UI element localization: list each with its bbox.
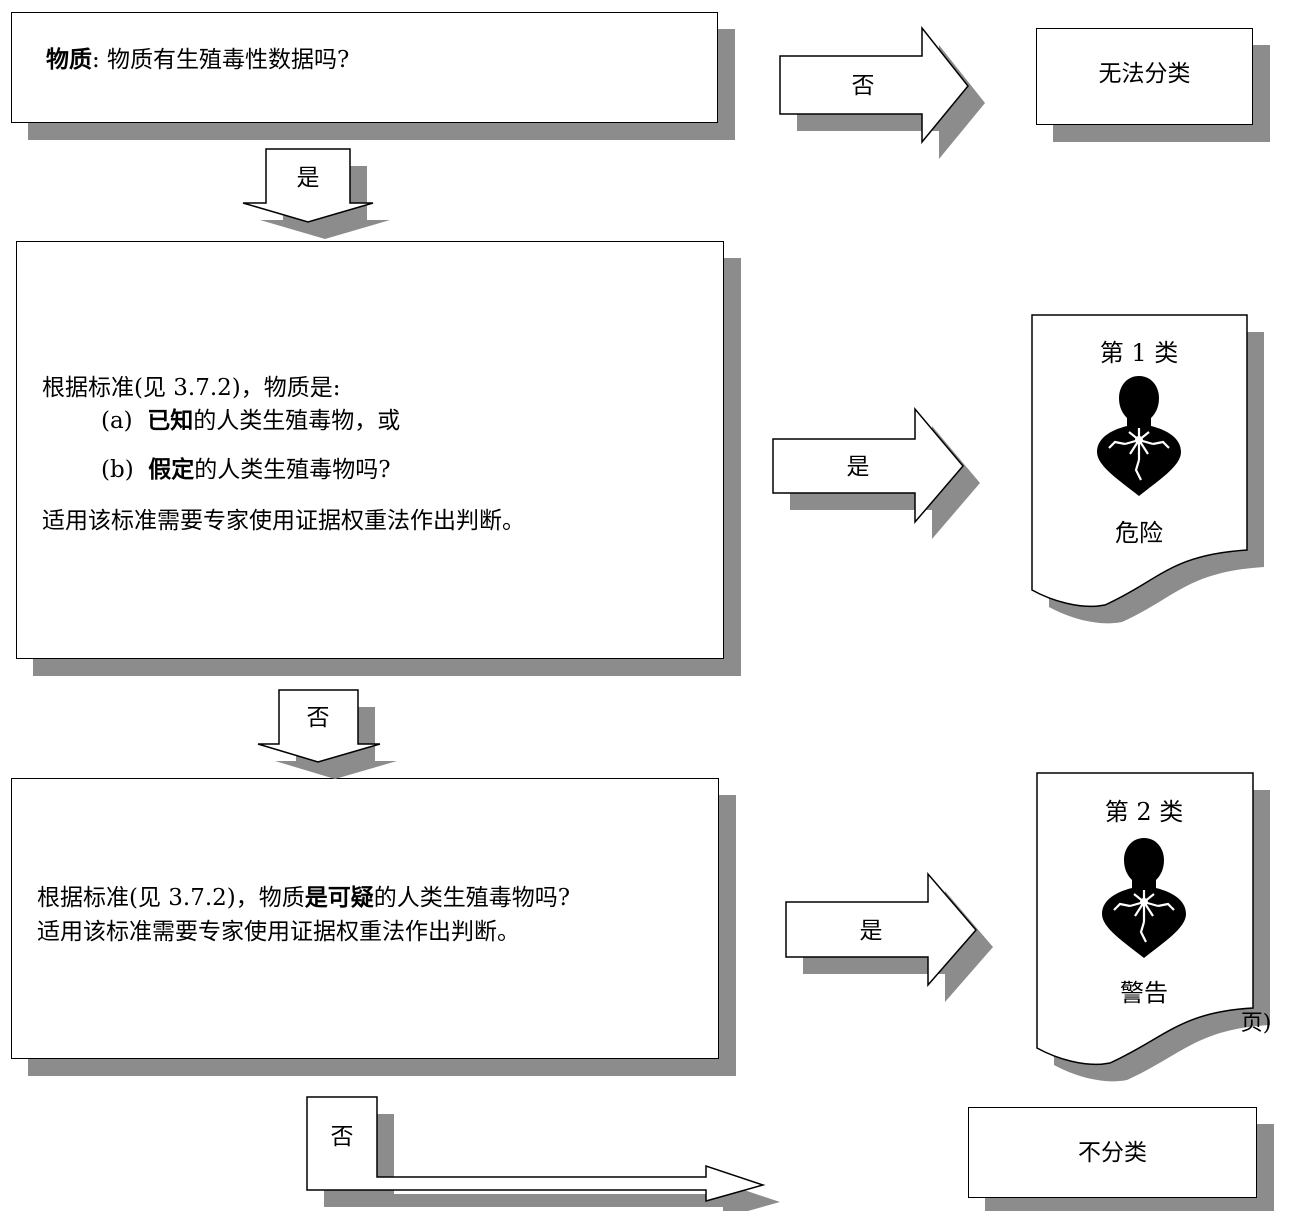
question-box-data-available — [11, 12, 718, 123]
outcome-not-classified-label: 不分类 — [1078, 1140, 1147, 1166]
arrow-yes-label-2: 是 — [860, 918, 883, 944]
outcome-cannot-classify-label: 无法分类 — [1098, 61, 1191, 87]
question-2-line1: 根据标准(见 3.7.2)，物质是: — [42, 375, 341, 401]
outcome-cannot-classify — [1036, 28, 1253, 125]
category-1-signal-word: 危险 — [1115, 519, 1163, 547]
arrow-no-bent-label: 否 — [331, 1124, 354, 1150]
question-box-suspected — [11, 778, 719, 1059]
label-page-category-1 — [1031, 314, 1264, 624]
question-3-line1: 根据标准(见 3.7.2)，物质是可疑的人类生殖毒物吗? — [37, 885, 571, 911]
category-1-title: 第 1 类 — [1100, 339, 1179, 367]
arrow-yes-to-category-1 — [772, 406, 980, 539]
label-page-category-2 — [1036, 772, 1270, 1082]
partial-overlay-text: 页) — [1241, 1011, 1272, 1036]
question-box-known-presumed — [16, 241, 724, 659]
question-3-note: 适用该标准需要专家使用证据权重法作出判断。 — [37, 919, 520, 945]
category-2-signal-word: 警告 — [1120, 979, 1168, 1007]
arrow-no-to-not-classified — [306, 1096, 780, 1211]
arrow-no-label-1: 否 — [852, 73, 875, 99]
arrow-yes-label-1: 是 — [847, 454, 870, 480]
arrow-yes-down — [242, 148, 390, 239]
arrow-yes-to-category-2 — [785, 871, 993, 1002]
arrow-yes-down-label: 是 — [297, 165, 320, 191]
question-2-note: 适用该标准需要专家使用证据权重法作出判断。 — [42, 508, 525, 534]
arrow-no-to-cannot-classify — [779, 25, 985, 159]
outcome-not-classified — [968, 1107, 1257, 1198]
arrow-no-down — [257, 689, 397, 779]
question-2-option-a: (a) 已知的人类生殖毒物，或 — [101, 408, 401, 434]
category-2-title: 第 2 类 — [1105, 798, 1184, 826]
question-1-text: 物质: 物质有生殖毒性数据吗? — [46, 47, 350, 73]
arrow-no-down-label: 否 — [307, 705, 330, 731]
question-2-option-b: (b) 假定的人类生殖毒物吗? — [101, 457, 391, 483]
